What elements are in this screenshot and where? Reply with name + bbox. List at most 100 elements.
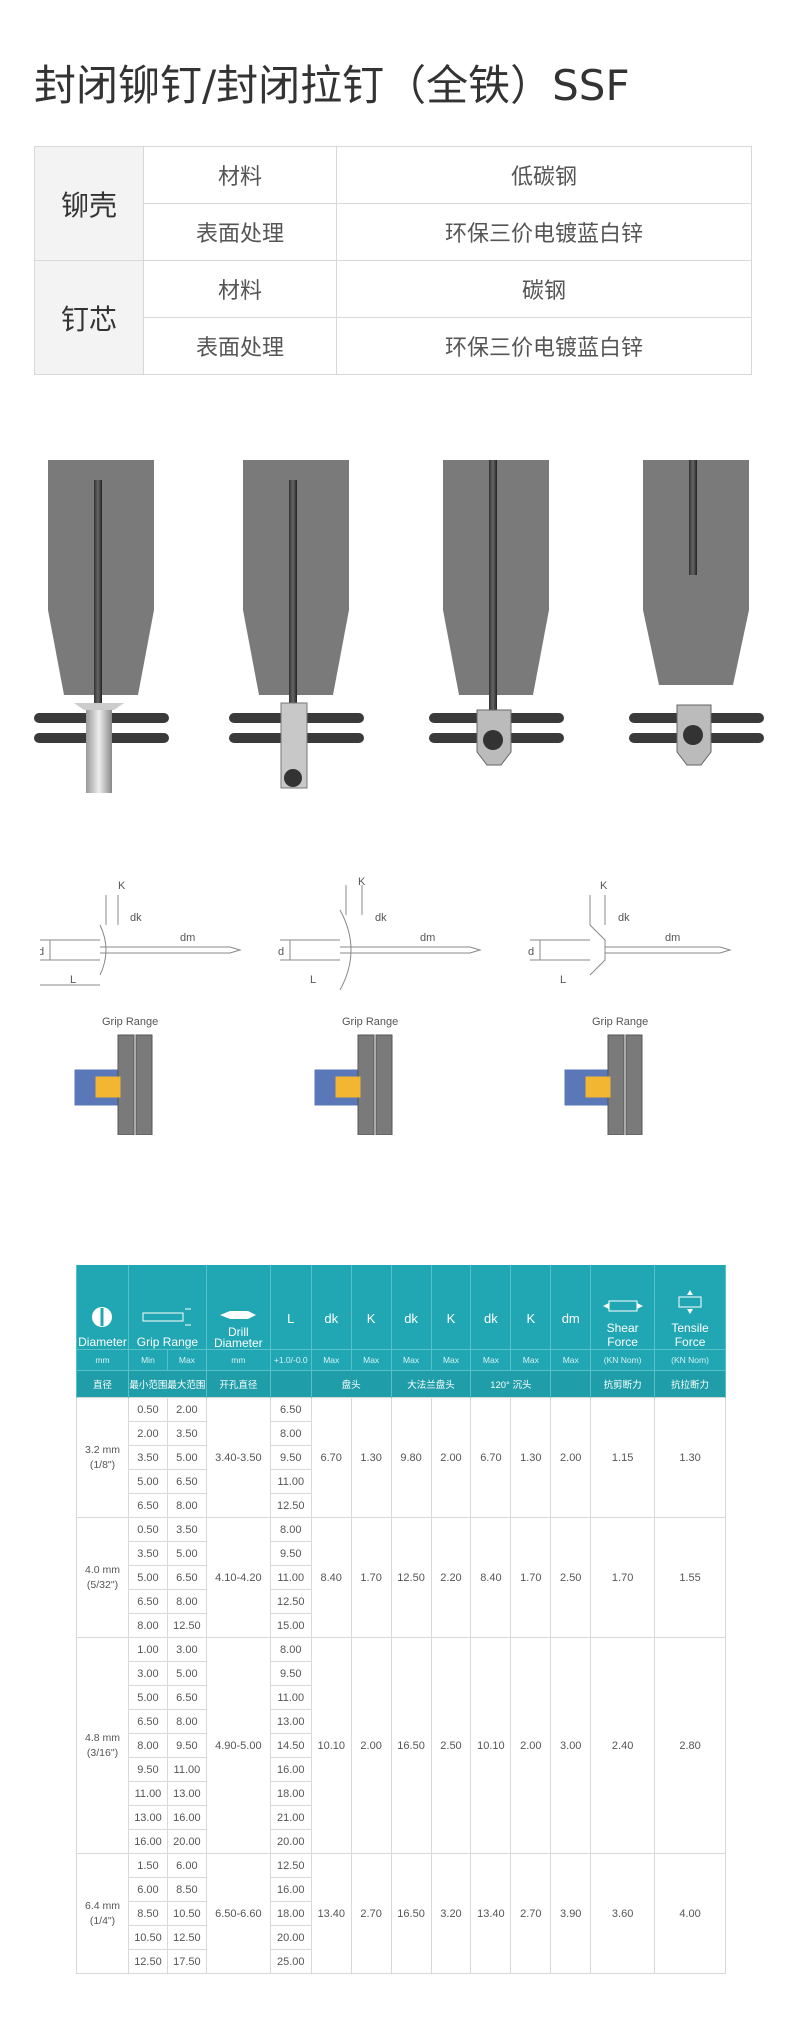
shear-force-icon (602, 1300, 643, 1312)
grip-max-cell: 6.50 (166, 1469, 207, 1494)
shear-cell: 3.60 (590, 1853, 656, 1974)
grip-min-cell: 1.50 (127, 1853, 168, 1878)
prop-value: 环保三价电镀蓝白锌 (336, 317, 752, 375)
diameter-mm: 4.8 mm (84, 1731, 120, 1744)
l-cell: 21.00 (269, 1805, 312, 1830)
dk2-cell: 16.50 (390, 1853, 432, 1974)
k3-cell: 1.70 (510, 1517, 552, 1638)
diagram-countersunk (530, 895, 732, 1135)
grip-min-cell: 8.00 (127, 1733, 168, 1758)
shear-cell: 1.70 (590, 1517, 656, 1638)
dk1-cell: 10.10 (310, 1637, 352, 1854)
dk1-cell: 6.70 (310, 1397, 352, 1518)
l-cell: 18.00 (269, 1781, 312, 1806)
l-cell: 9.50 (269, 1661, 312, 1686)
header-k: K (510, 1265, 552, 1350)
l-cell: 8.00 (269, 1637, 312, 1662)
l-cell: 12.50 (269, 1853, 312, 1878)
grip-min-cell: 5.00 (127, 1685, 168, 1710)
header-dk: dk (470, 1265, 512, 1350)
dm-label: dm (665, 932, 680, 944)
l-cell: 18.00 (269, 1901, 312, 1926)
d-label: d (40, 946, 44, 958)
tensile-cell: 1.30 (654, 1397, 726, 1518)
diameter-cell: 3.2 mm(1/8") (76, 1397, 129, 1518)
d-label: d (278, 946, 284, 958)
drill-cell: 4.10-4.20 (205, 1517, 271, 1638)
grip-max-cell: 12.50 (166, 1613, 207, 1638)
prop-value: 低碳钢 (336, 146, 752, 204)
grip-min-cell: 3.50 (127, 1445, 168, 1470)
dk3-cell: 13.40 (470, 1853, 512, 1974)
grip-max-cell: 8.00 (166, 1493, 207, 1518)
unit-force: (KN Nom) (590, 1349, 656, 1371)
grip-max-cell: 6.00 (166, 1853, 207, 1878)
unit-max: Max (350, 1349, 392, 1371)
grip-range-label: Grip Range (102, 1016, 158, 1028)
grip-max-cell: 17.50 (166, 1949, 207, 1974)
l-cell: 12.50 (269, 1589, 312, 1614)
grip-min-cell: 5.00 (127, 1469, 168, 1494)
k-label: K (600, 880, 608, 892)
cn-diameter: 直径 (76, 1370, 129, 1398)
header-tensile-force: Tensile Force (654, 1265, 726, 1350)
header-dm: dm (550, 1265, 592, 1350)
dimension-diagrams: K dk dm d L Grip Range K dk dm d L Grip … (40, 876, 732, 1135)
grip-min-cell: 2.00 (127, 1421, 168, 1446)
spec-cn-row: 直径 最小范围最大范围 开孔直径 盘头 大法兰盘头 120° 沉头 抗剪断力 抗… (76, 1370, 726, 1398)
dk3-cell: 10.10 (470, 1637, 512, 1854)
k3-cell: 1.30 (510, 1397, 552, 1518)
header-shear-force: Shear Force (590, 1265, 656, 1350)
unit-drill: mm (205, 1349, 271, 1371)
diameter-cell: 4.8 mm(3/16") (76, 1637, 129, 1854)
grip-min-cell: 6.50 (127, 1589, 168, 1614)
drill-cell: 4.90-5.00 (205, 1637, 271, 1854)
l-cell: 9.50 (269, 1445, 312, 1470)
diameter-icon (92, 1307, 113, 1327)
l-cell: 8.00 (269, 1421, 312, 1446)
grip-min-cell: 13.00 (127, 1805, 168, 1830)
dm-cell: 3.00 (550, 1637, 592, 1854)
l-cell: 20.00 (269, 1925, 312, 1950)
grip-min-cell: 12.50 (127, 1949, 168, 1974)
grip-max-cell: 6.50 (166, 1565, 207, 1590)
unit-max: Max (550, 1349, 592, 1371)
l-cell: 11.00 (269, 1565, 312, 1590)
diameter-mm: 3.2 mm (84, 1443, 120, 1456)
spec-header-row: Diameter Grip Range Drill Diameter L dk … (76, 1265, 726, 1350)
material-table: 铆壳 材料 低碳钢 表面处理 环保三价电镀蓝白锌 钉芯 材料 碳钢 表面处理 环… (34, 146, 752, 375)
k3-cell: 2.00 (510, 1637, 552, 1854)
prop-label: 材料 (143, 146, 337, 204)
grip-max-cell: 16.00 (166, 1805, 207, 1830)
l-cell: 16.00 (269, 1877, 312, 1902)
unit-min: Min (127, 1349, 168, 1371)
prop-label: 表面处理 (143, 203, 337, 261)
dm-cell: 2.50 (550, 1517, 592, 1638)
grip-min-cell: 3.50 (127, 1541, 168, 1566)
grip-max-cell: 3.50 (166, 1421, 207, 1446)
grip-range-icon (142, 1308, 192, 1326)
installation-stages-illustration (34, 460, 764, 793)
k2-cell: 2.00 (430, 1397, 472, 1518)
grip-max-cell: 13.00 (166, 1781, 207, 1806)
cn-drill: 开孔直径 (205, 1370, 271, 1398)
l-label: L (310, 974, 316, 986)
prop-label: 表面处理 (143, 317, 337, 375)
unit-max: Max (310, 1349, 352, 1371)
dk2-cell: 16.50 (390, 1637, 432, 1854)
grip-min-cell: 8.00 (127, 1613, 168, 1638)
dk2-cell: 9.80 (390, 1397, 432, 1518)
l-cell: 11.00 (269, 1469, 312, 1494)
grip-min-cell: 1.00 (127, 1637, 168, 1662)
grip-max-cell: 9.50 (166, 1733, 207, 1758)
